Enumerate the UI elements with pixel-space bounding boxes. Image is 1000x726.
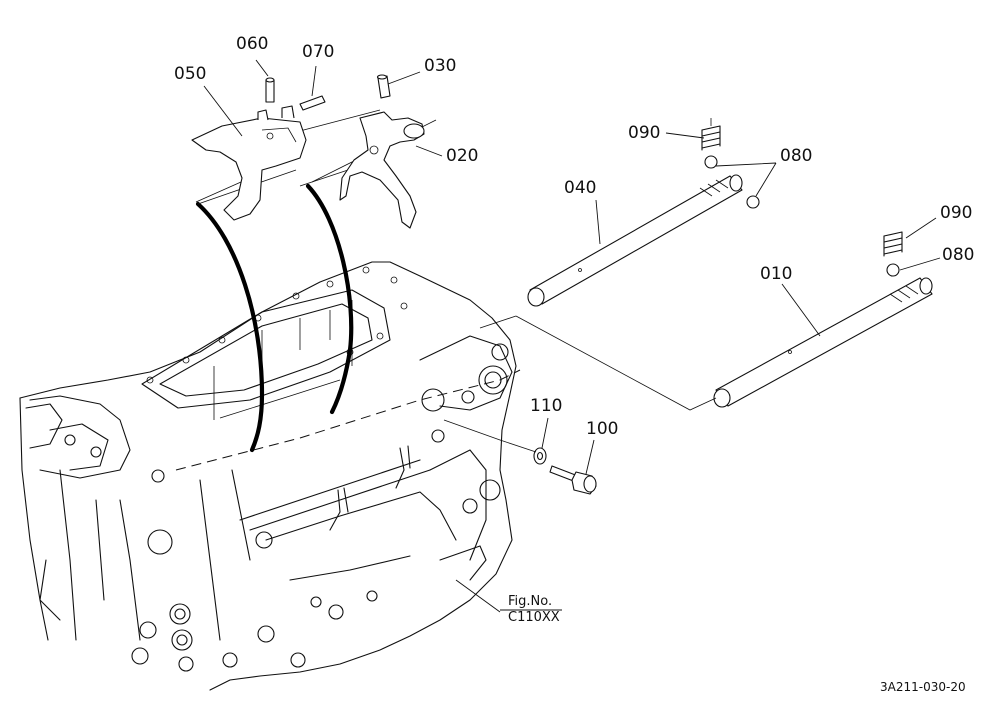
routing-curve-right	[305, 183, 354, 415]
flange-bolt-holes	[146, 266, 408, 384]
lower-bolt-pads	[131, 531, 378, 672]
fig-reference-prefix: Fig.No.	[508, 594, 553, 609]
part-020-shift-fork[interactable]	[339, 111, 425, 229]
part-080-ball-lower[interactable]	[886, 263, 900, 277]
callout-110[interactable]: 110	[530, 396, 563, 416]
callout-090-upper[interactable]: 090	[628, 123, 661, 143]
drawing-id: 3A211-030-20	[880, 680, 966, 694]
fig-reference[interactable]: Fig.No. C110XX	[508, 594, 560, 627]
part-110-washer[interactable]	[533, 447, 547, 465]
part-030-pin[interactable]	[376, 74, 391, 99]
callout-090-lower[interactable]: 090	[940, 203, 973, 223]
part-050-shift-fork[interactable]	[191, 105, 307, 221]
callout-060[interactable]: 060	[236, 34, 269, 54]
part-060-pin[interactable]	[265, 77, 275, 103]
transmission-case	[19, 261, 521, 691]
guide-line-rod-lower	[515, 315, 717, 411]
part-010-shift-rod[interactable]	[713, 277, 933, 408]
routing-curve-left	[195, 201, 265, 453]
guide-line-rod-upper	[479, 315, 517, 329]
part-090-spring-lower[interactable]	[883, 231, 903, 257]
callout-030[interactable]: 030	[424, 56, 457, 76]
callout-050[interactable]: 050	[174, 64, 207, 84]
fig-reference-number: C110XX	[508, 610, 560, 626]
part-080-ball-upper-a[interactable]	[704, 155, 718, 169]
callout-010[interactable]: 010	[760, 264, 793, 284]
callout-040[interactable]: 040	[564, 178, 597, 198]
part-070-roll-pin[interactable]	[299, 95, 326, 111]
part-080-ball-upper-b[interactable]	[746, 195, 760, 209]
callout-080-lower[interactable]: 080	[942, 245, 975, 265]
callout-080-upper[interactable]: 080	[780, 146, 813, 166]
callout-070[interactable]: 070	[302, 42, 335, 62]
callout-020[interactable]: 020	[446, 146, 479, 166]
part-040-shift-rod[interactable]	[527, 174, 743, 307]
part-090-spring-upper[interactable]	[701, 118, 721, 151]
callout-100[interactable]: 100	[586, 419, 619, 439]
callout-leaders	[203, 59, 941, 613]
part-100-bolt[interactable]	[549, 465, 597, 495]
